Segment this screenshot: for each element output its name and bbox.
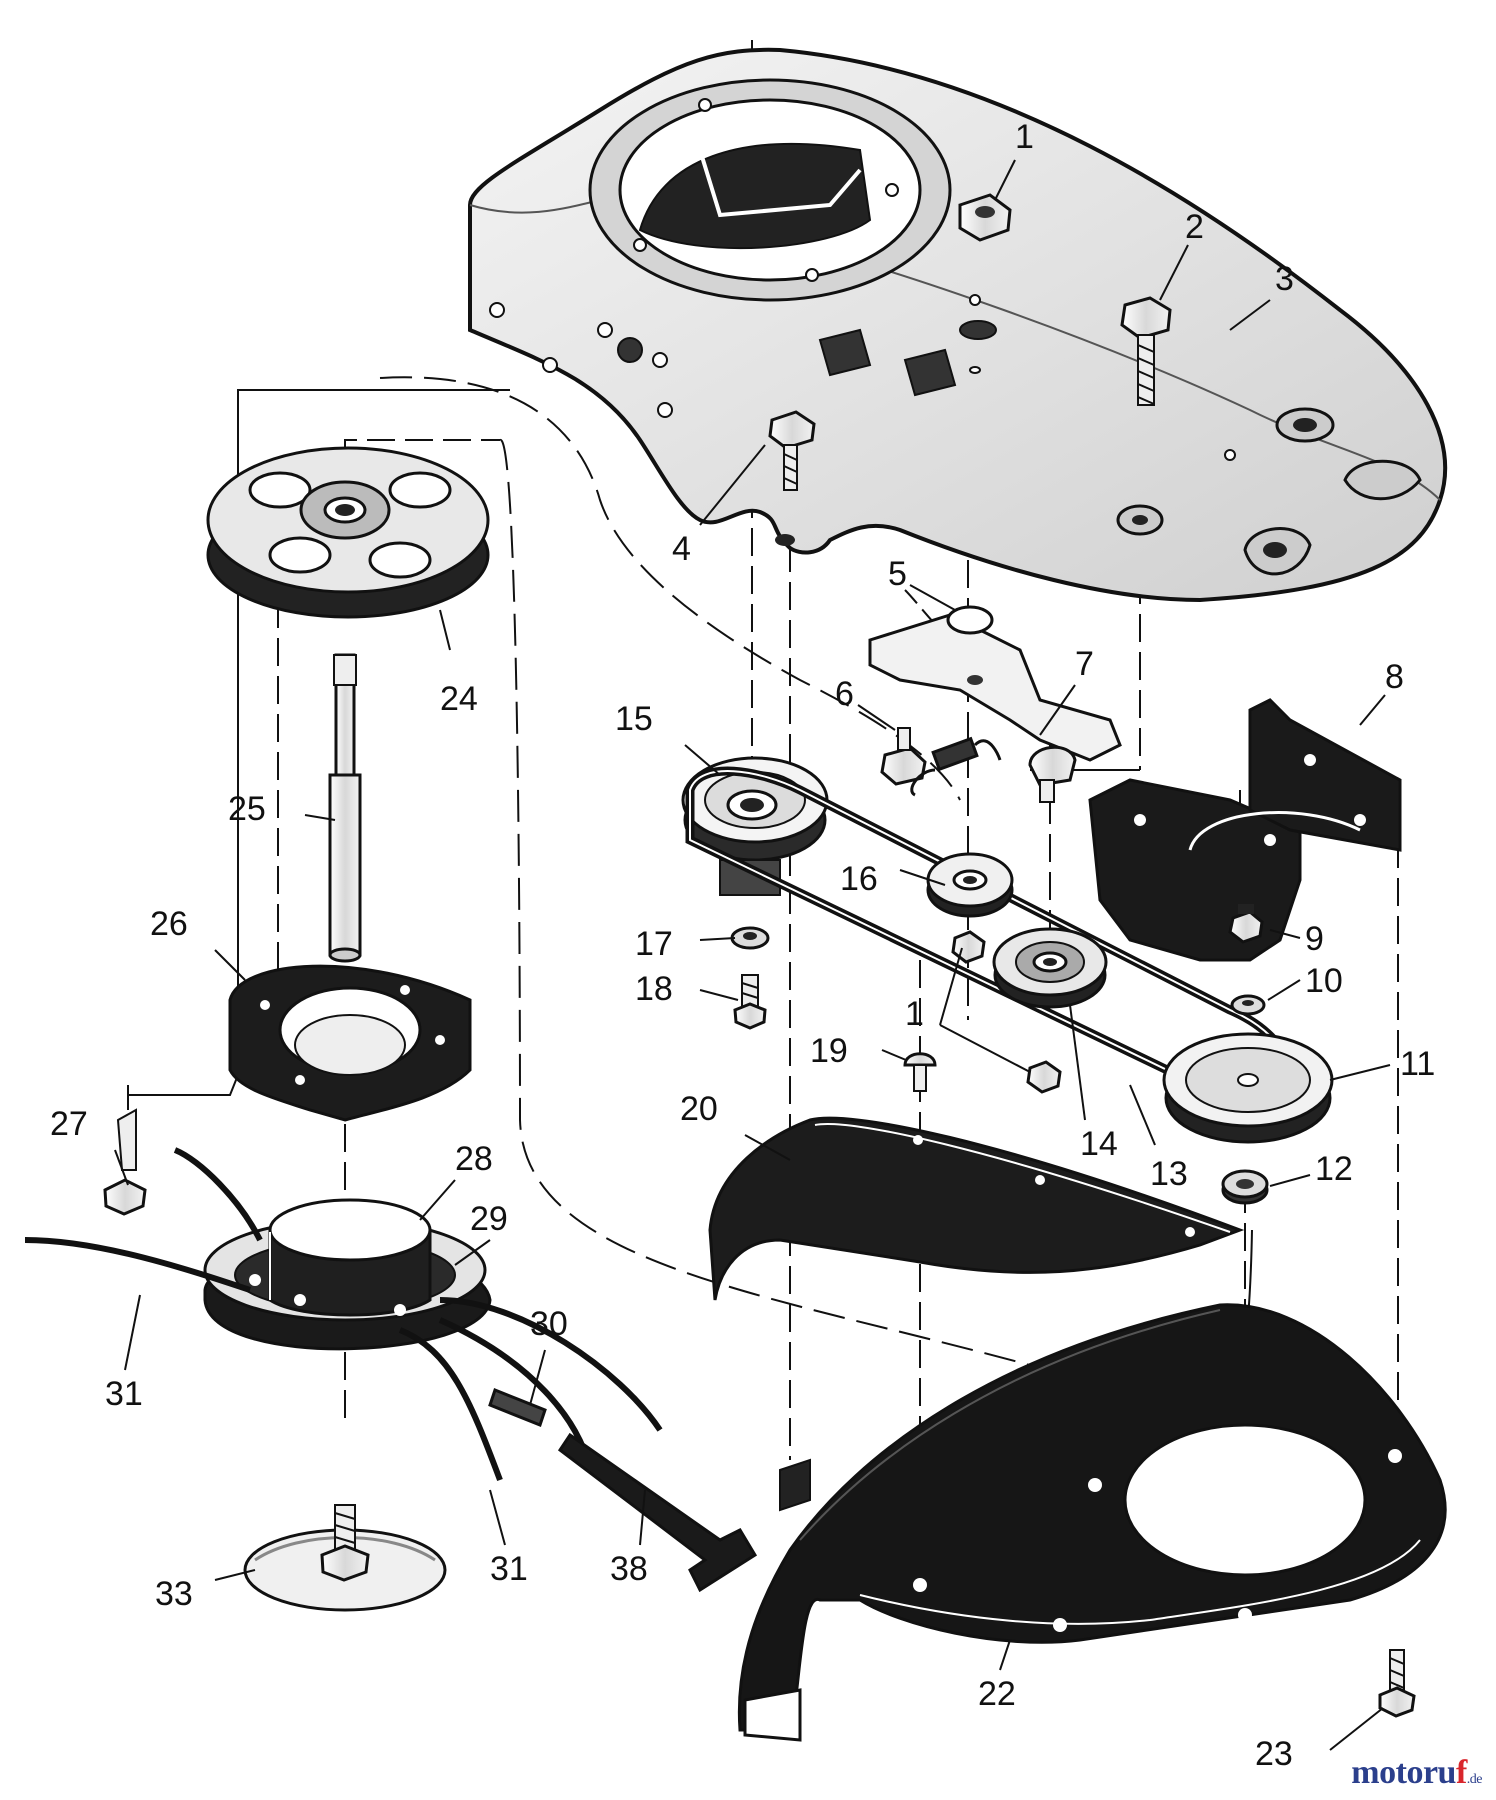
spring-7 (910, 736, 1002, 797)
callout-25: 25 (228, 790, 266, 828)
housing-cover (468, 47, 1448, 603)
callout-13: 13 (1150, 1155, 1188, 1193)
cap-33 (243, 1504, 447, 1612)
callout-16: 16 (840, 860, 878, 898)
washer-10 (1230, 994, 1266, 1016)
callout-8: 8 (1385, 658, 1404, 696)
callout-labels: 1 2 3 4 5 6 7 8 9 10 1 11 12 13 14 15 16… (50, 118, 1435, 1773)
callout-30: 30 (530, 1305, 568, 1343)
idler-bracket (868, 605, 1122, 803)
idler-pulley-14 (992, 927, 1108, 1009)
callout-29: 29 (470, 1200, 508, 1238)
callout-18: 18 (635, 970, 673, 1008)
hex-nut-1-lower (951, 930, 1062, 1094)
callout-2: 2 (1185, 208, 1204, 246)
callout-14: 14 (1080, 1125, 1118, 1163)
callout-15: 15 (615, 700, 653, 738)
hex-nut-1 (958, 193, 1012, 242)
callout-23: 23 (1255, 1735, 1293, 1773)
callout-31-right: 31 (490, 1550, 528, 1588)
callout-17: 17 (635, 925, 673, 963)
belt-shield-20 (708, 1116, 1245, 1301)
callout-3: 3 (1275, 260, 1294, 298)
callout-7: 7 (1075, 645, 1094, 683)
callout-9: 9 (1305, 920, 1324, 958)
callout-22: 22 (978, 1675, 1016, 1713)
cutting-deck-22 (737, 1303, 1447, 1742)
screw-23 (1378, 1649, 1416, 1718)
trimmer-head-29 (203, 1198, 492, 1351)
tool-38 (557, 1432, 758, 1593)
callout-5: 5 (888, 555, 907, 593)
callout-31-left: 31 (105, 1375, 143, 1413)
hub-housing-26 (228, 964, 472, 1122)
trimmer-line-31 (24, 1147, 663, 1482)
bearing-plate-24 (206, 446, 490, 619)
callout-27: 27 (50, 1105, 88, 1143)
callout-11: 11 (1400, 1045, 1435, 1083)
watermark-brand-accent: f (1455, 1754, 1467, 1791)
leader-lines (114, 159, 1391, 1751)
callout-1-lower: 1 (905, 995, 924, 1033)
washer-17 (730, 926, 770, 950)
eyelet-30 (488, 1388, 547, 1427)
callout-4: 4 (672, 530, 691, 568)
callout-12: 12 (1315, 1150, 1353, 1188)
callout-6: 6 (835, 675, 854, 713)
screw-19 (903, 1052, 937, 1092)
idler-pulley-16 (926, 852, 1014, 918)
spindle-shaft-25 (328, 653, 362, 963)
drive-pulley-15 (681, 756, 829, 896)
watermark-brand: motoru (1351, 1754, 1456, 1791)
lock-nut-9 (1228, 904, 1264, 944)
callout-10: 10 (1305, 962, 1343, 1000)
bearing-spacer-12 (1221, 1169, 1269, 1205)
spindle-pulley-11 (1162, 1032, 1334, 1144)
callout-1: 1 (1015, 118, 1034, 156)
bolt-2 (1120, 296, 1172, 406)
bolt-18 (733, 974, 767, 1030)
callout-38: 38 (610, 1550, 648, 1588)
callout-26: 26 (150, 905, 188, 943)
callout-19: 19 (810, 1032, 848, 1070)
callout-24: 24 (440, 680, 478, 718)
screw-6 (880, 727, 927, 786)
callout-20: 20 (680, 1090, 718, 1128)
screw-27 (103, 1108, 147, 1216)
watermark-logo: motoruf.de (1351, 1754, 1482, 1792)
callout-33: 33 (155, 1575, 193, 1613)
watermark-tld: .de (1466, 1772, 1483, 1787)
callout-28: 28 (455, 1140, 493, 1178)
screw-4 (768, 410, 816, 491)
